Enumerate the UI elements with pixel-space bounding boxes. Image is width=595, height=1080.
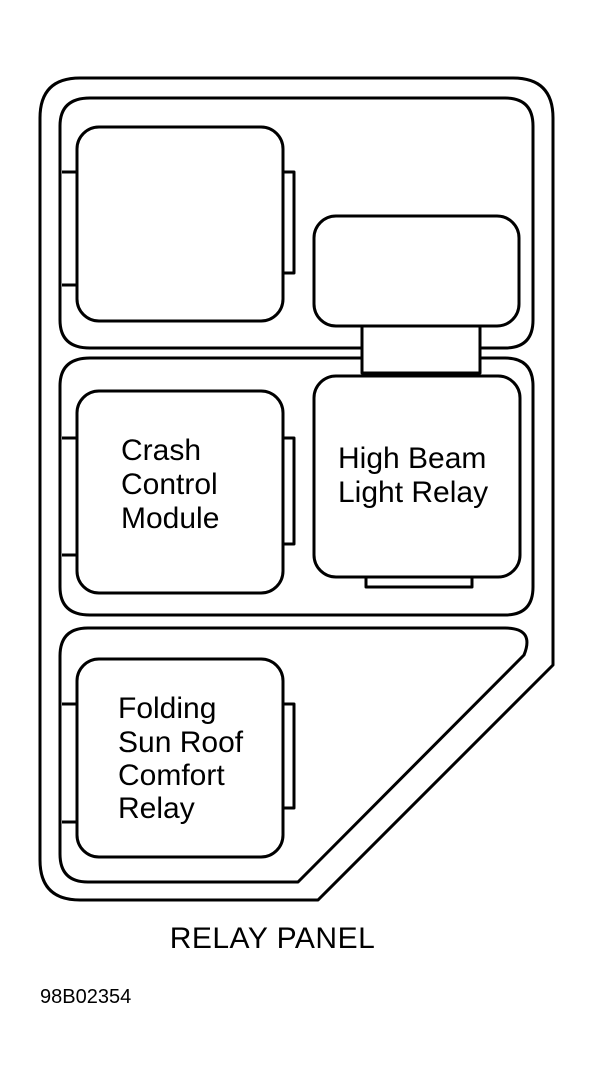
crash-control-module-label-line: Module bbox=[121, 502, 219, 535]
panel-housing-outline bbox=[38, 76, 555, 902]
high-beam-light-relay-label-line: Light Relay bbox=[338, 476, 488, 509]
high-beam-light-relay bbox=[312, 374, 522, 589]
crash-control-module-relay bbox=[62, 389, 296, 595]
diagram-caption: RELAY PANEL bbox=[169, 922, 376, 955]
folding-sun-roof-comfort-relay-label: Folding Sun Roof Comfort Relay bbox=[118, 692, 251, 825]
middle-compartment-outline bbox=[58, 356, 535, 617]
folding-sun-roof-comfort-relay bbox=[62, 657, 296, 859]
folding-sun-roof-comfort-relay-label-line: Folding bbox=[118, 692, 216, 725]
top-compartment-outline bbox=[58, 96, 535, 350]
crash-control-module-label-line: Control bbox=[121, 468, 218, 501]
figure-id: 98B02354 bbox=[40, 986, 132, 1008]
folding-sun-roof-comfort-relay-label-line: Relay bbox=[118, 792, 195, 825]
folding-sun-roof-comfort-relay-label-line: Comfort bbox=[118, 759, 225, 792]
relay-panel-diagram: Crash Control Module High Beam Light Rel… bbox=[38, 76, 555, 902]
top-right-relay bbox=[312, 214, 521, 328]
bottom-compartment-outline bbox=[58, 626, 529, 884]
crash-control-module-label: Crash Control Module bbox=[121, 434, 226, 535]
top-left-relay bbox=[62, 125, 296, 323]
folding-sun-roof-comfort-relay-label-line: Sun Roof bbox=[118, 726, 244, 759]
relay-connector bbox=[360, 323, 482, 375]
crash-control-module-label-line: Crash bbox=[121, 434, 201, 467]
high-beam-light-relay-label: High Beam Light Relay bbox=[338, 442, 495, 509]
high-beam-light-relay-label-line: High Beam bbox=[338, 442, 486, 475]
